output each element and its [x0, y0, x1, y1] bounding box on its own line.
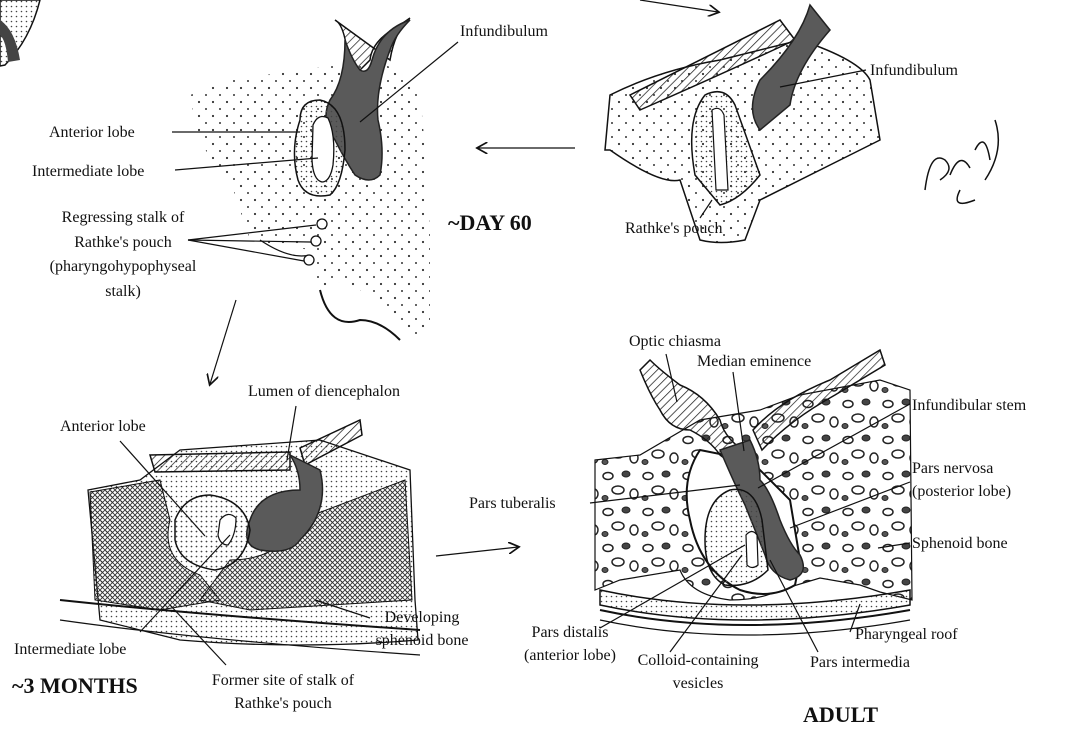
arrow-3months-to-adult [436, 547, 518, 556]
three-months-lumen-label: Lumen of diencephalon [248, 383, 400, 400]
three-months-developing-label-2: sphenoid bone [376, 632, 469, 649]
adult-pars-tuberalis-label: Pars tuberalis [469, 495, 556, 512]
adult-median-eminence-label: Median eminence [697, 353, 811, 370]
day60-regressing-stalk-label-2: Rathke's pouch [74, 234, 172, 251]
three-months-title: ~3 MONTHS [12, 673, 138, 698]
day60-infundibulum-label: Infundibulum [460, 23, 549, 40]
three-months-anterior-lobe-label: Anterior lobe [60, 418, 146, 435]
corner-fragment [0, 0, 40, 66]
three-months-intermediate-lobe-label: Intermediate lobe [14, 641, 126, 658]
three-months-stage-illustration [60, 420, 420, 655]
early-rathkes-pouch-label: Rathke's pouch [625, 220, 723, 237]
three-months-developing-label-1: Developing [385, 609, 460, 626]
day60-stage-illustration [190, 18, 430, 340]
adult-colloid-label-2: vesicles [673, 675, 724, 692]
adult-title: ADULT [803, 702, 878, 727]
adult-colloid-label-1: Colloid-containing [638, 652, 759, 669]
day60-anterior-lobe-label: Anterior lobe [49, 124, 135, 141]
adult-infundibular-stem-label: Infundibular stem [912, 397, 1027, 414]
adult-pars-distalis-label-2: (anterior lobe) [524, 647, 616, 664]
artist-signature [925, 120, 998, 203]
adult-pars-nervosa-label-1: Pars nervosa [912, 460, 993, 477]
arrow-day60-to-3months [210, 300, 236, 384]
early-stage-illustration [605, 5, 880, 243]
adult-optic-chiasma-label: Optic chiasma [629, 333, 721, 350]
day60-regressing-stalk-label-4: stalk) [105, 283, 141, 300]
adult-pars-intermedia-label: Pars intermedia [810, 654, 910, 671]
day60-intermediate-lobe-label: Intermediate lobe [32, 163, 144, 180]
adult-pars-nervosa-label-2: (posterior lobe) [912, 483, 1011, 500]
early-infundibulum-label: Infundibulum [870, 62, 959, 79]
three-months-former-site-label-1: Former site of stalk of [212, 672, 355, 689]
day60-regressing-stalk-label-1: Regressing stalk of [62, 209, 185, 226]
adult-pharyngeal-roof-label: Pharyngeal roof [855, 626, 958, 643]
three-months-former-site-label-2: Rathke's pouch [234, 695, 332, 712]
day60-regressing-stalk-label-3: (pharyngohypophyseal [50, 258, 197, 275]
adult-pars-distalis-label-1: Pars distalis [532, 624, 609, 641]
arrow-top [640, 0, 718, 12]
adult-sphenoid-bone-label: Sphenoid bone [912, 535, 1008, 552]
adult-stage-illustration [595, 350, 912, 635]
day60-title: ~DAY 60 [448, 210, 532, 235]
